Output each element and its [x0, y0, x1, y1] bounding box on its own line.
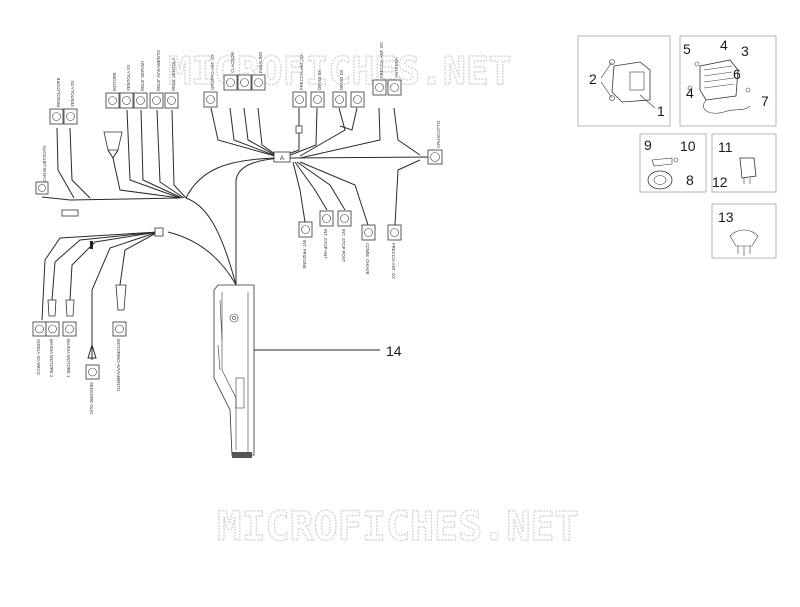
- connector-antenna[interactable]: [387, 79, 402, 96]
- callout-4-top: 4: [720, 37, 728, 53]
- label-ventola-sx: VENTOLA SX: [126, 64, 131, 91]
- connector-int-stop-ant[interactable]: [319, 210, 334, 227]
- sensor-terminals: [32, 284, 127, 380]
- hub-a-label: A: [280, 156, 284, 162]
- callout-9: 9: [644, 137, 652, 153]
- connector-freccia-ant-sx[interactable]: [292, 91, 307, 108]
- terminal-massa-motore-1[interactable]: [62, 299, 77, 337]
- label-rele-ventola: RELE' VENTOLA: [171, 58, 176, 91]
- label-comm-chiave: COMM. CHIAVE: [365, 243, 370, 275]
- callout-6: 6: [733, 66, 741, 82]
- connector-int-stop-post[interactable]: [337, 210, 352, 227]
- label-int-stop-post: INT. STOP POST.: [341, 229, 346, 263]
- callout-10: 10: [680, 138, 696, 154]
- label-freccia-ant-sx: FRECCIA ANT. SX: [299, 54, 304, 90]
- connector-regolatore[interactable]: [49, 108, 64, 125]
- label-antenna: ANTENNA: [394, 57, 399, 78]
- connector-freccia-ant-dx[interactable]: [372, 79, 387, 96]
- connector-rele-servizi[interactable]: [133, 92, 148, 109]
- connector-freccia-ant-dx-lower[interactable]: [387, 224, 402, 241]
- callout-1: 1: [657, 103, 665, 119]
- callout-8: 8: [686, 172, 694, 188]
- callout-13: 13: [718, 209, 734, 225]
- label-rele-servizi: RELE' SERVIZI: [140, 61, 145, 91]
- connector-clacson[interactable]: [223, 74, 238, 91]
- label-fanalino: FANALINO: [258, 51, 263, 73]
- label-sensore-olio: SENSORE OLIO: [89, 382, 94, 415]
- part-14-module[interactable]: [213, 284, 380, 458]
- connector-gruppo-ant[interactable]: [203, 91, 218, 108]
- label-ventola: VENTOLA DX: [70, 80, 75, 107]
- connector-devio-sx[interactable]: [310, 91, 325, 108]
- connector-clip: [295, 125, 303, 134]
- inset-panel-1-2: [577, 35, 671, 127]
- connector-int-frizione[interactable]: [298, 221, 313, 238]
- callout-11: 11: [718, 139, 733, 155]
- connector-rele-ventola[interactable]: [164, 92, 179, 109]
- label-int-frizione: INT. FRIZIONE: [302, 240, 307, 269]
- callout-2: 2: [589, 71, 597, 87]
- connector-cruscotto[interactable]: [427, 149, 443, 165]
- terminal-sonda-scarico[interactable]: [32, 321, 47, 337]
- connector-fanalino[interactable]: [237, 74, 252, 91]
- connector-rele-avviamento[interactable]: [149, 92, 164, 109]
- connector-motore[interactable]: [105, 92, 120, 109]
- callout-12: 12: [712, 174, 728, 190]
- label-freccia-ant-dx: FRECCIA ANT. DX: [379, 42, 384, 78]
- switch-connectors: [298, 210, 402, 241]
- callout-4-bottom: 4: [686, 85, 694, 101]
- connector-devio-dx[interactable]: [332, 91, 347, 108]
- terminal-motorino-avviamento[interactable]: [112, 284, 127, 337]
- label-rele-avviamento: RELE' AVVIAMENTO: [156, 50, 161, 91]
- inset-panel-3-7: [679, 35, 777, 127]
- connector-ventola-sx[interactable]: [119, 92, 134, 109]
- inset-panel-8-10: [639, 133, 707, 193]
- label-sonda-scarico: SONDA SCARICO: [36, 339, 41, 375]
- label-devio-sx: DEVIO SX: [317, 70, 322, 90]
- callout-3: 3: [741, 43, 749, 59]
- label-massa-motore-2: MASSA MOTORE 2: [49, 339, 54, 378]
- label-can-bluetooth: CAN BLUETOOTH: [42, 146, 47, 182]
- label-clacson: CLACSON: [230, 52, 235, 73]
- top-connectors: [49, 74, 402, 159]
- label-cruscotto: CRUSCOTTO: [436, 120, 441, 148]
- inset-panel-13: [711, 203, 777, 259]
- connector-can-bluetooth[interactable]: [35, 181, 49, 195]
- callout-14: 14: [386, 343, 402, 359]
- connector-labels: CAN BLUETOOTH REGOLATORE VENTOLA DX MOTO…: [36, 42, 441, 415]
- callout-5: 5: [683, 41, 691, 57]
- label-int-stop-ant: INT. STOP ANT.: [323, 229, 328, 260]
- hub-a: A: [273, 151, 291, 163]
- label-motorino-avv: MOTORINO AVVIAMENTO: [116, 339, 121, 392]
- terminal-massa-motore-2[interactable]: [45, 299, 60, 337]
- label-motore: MOTORE: [112, 72, 117, 91]
- watermark-bottom: MICROFICHES.NET: [217, 504, 578, 550]
- connector-motore-plug[interactable]: [103, 131, 123, 159]
- inset-panel-11-12: [711, 133, 777, 193]
- connector-comm-chiave[interactable]: [361, 224, 376, 241]
- label-regolatore: REGOLATORE: [56, 77, 61, 107]
- connector-ground-node: [154, 227, 164, 237]
- harness-wires: [41, 107, 433, 360]
- connector-ventola[interactable]: [63, 108, 78, 125]
- connector-fanalino-2[interactable]: [251, 74, 266, 91]
- callout-7: 7: [761, 93, 769, 109]
- label-freccia-ant-dx-lower: FRECCIA ANT. DX: [391, 243, 396, 279]
- label-gruppo-ant: GRUPPO ANT. SX: [210, 54, 215, 90]
- label-massa-motore-1: MASSA MOTORE 1: [66, 339, 71, 378]
- connector-devio-dx-2[interactable]: [350, 91, 365, 108]
- label-devio-dx: DEVIO DX: [339, 69, 344, 90]
- terminal-sensore-olio[interactable]: [85, 343, 100, 380]
